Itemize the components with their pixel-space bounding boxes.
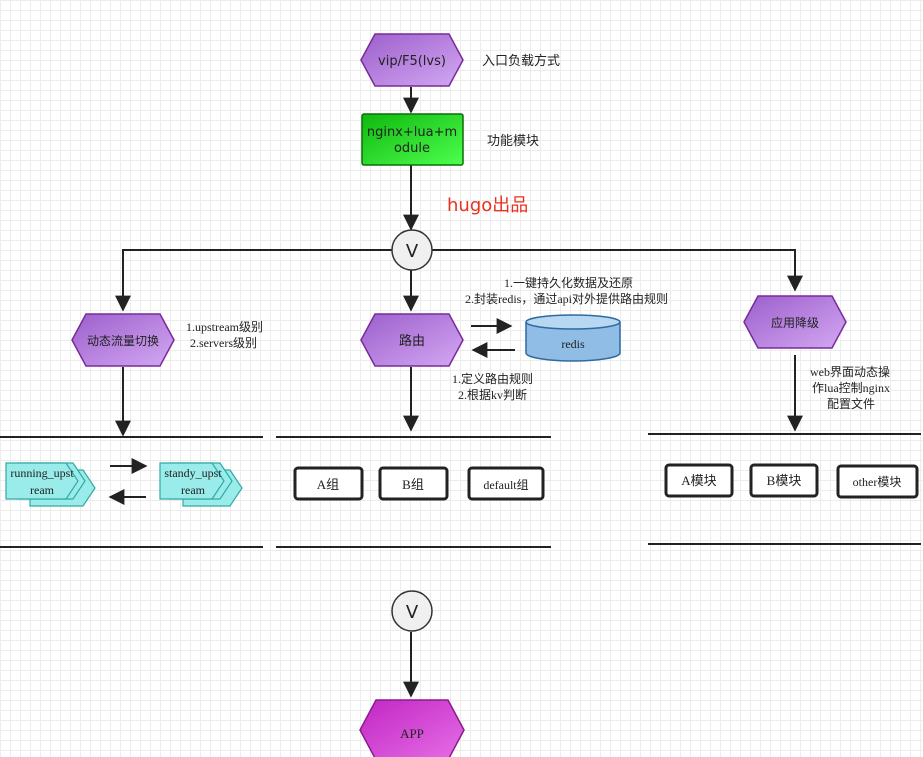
running-upstream-node: running_upst ream xyxy=(5,462,96,507)
app-label: APP xyxy=(400,726,424,741)
degrade-note-2: 作lua控制nginx xyxy=(812,381,890,395)
entry-node: vip/F5(lvs) xyxy=(360,33,464,87)
connectors xyxy=(108,87,803,698)
redis-node: redis xyxy=(525,314,621,362)
module-label-line2: odule xyxy=(394,141,430,156)
degrade-label: 应用降级 xyxy=(771,315,819,330)
degrade-node: 应用降级 xyxy=(743,295,847,349)
edge-merge-to-dyn-switch xyxy=(115,249,392,312)
group-default: default组 xyxy=(467,466,545,501)
switch-note-2: 2.servers级别 xyxy=(190,336,257,350)
module-a: A模块 xyxy=(664,463,734,498)
module-other-label: other模块 xyxy=(853,475,902,489)
standy-upstream-line1: standy_upst xyxy=(164,466,222,480)
standy-upstream-node: standy_upst ream xyxy=(159,462,243,507)
module-note: 功能模块 xyxy=(487,134,539,149)
merge-node-top: V xyxy=(391,229,433,271)
redis-label: redis xyxy=(561,337,585,351)
merge-node-bottom: V xyxy=(391,590,433,632)
author-label: hugo出品 xyxy=(447,195,528,216)
group-b-label: B组 xyxy=(402,477,424,492)
lane-separators xyxy=(0,433,921,548)
module-other: other模块 xyxy=(836,464,919,499)
edge-merge-to-degrade xyxy=(432,249,803,292)
group-a-label: A组 xyxy=(317,477,339,492)
route-node: 路由 xyxy=(360,313,464,367)
standy-upstream-line2: ream xyxy=(181,483,206,497)
group-a: A组 xyxy=(293,466,364,501)
redis-note-2: 2.封装redis，通过api对外提供路由规则 xyxy=(465,291,668,306)
degrade-note-1: web界面动态操 xyxy=(810,364,890,379)
route-note-2: 2.根据kv判断 xyxy=(458,387,527,402)
module-label-line1: nginx+lua+m xyxy=(367,125,457,140)
module-b-label: B模块 xyxy=(767,473,802,488)
entry-note: 入口负载方式 xyxy=(482,53,560,69)
module-node: nginx+lua+m odule xyxy=(361,113,464,166)
module-a-label: A模块 xyxy=(681,473,716,488)
group-b: B组 xyxy=(378,466,449,501)
redis-note-1: 1.一键持久化数据及还原 xyxy=(504,275,633,290)
module-b: B模块 xyxy=(749,463,819,498)
merge-bottom-symbol: V xyxy=(406,602,419,623)
route-label: 路由 xyxy=(399,333,425,349)
running-upstream-line2: ream xyxy=(30,483,55,497)
degrade-note-3: 配置文件 xyxy=(827,396,875,411)
app-node: APP xyxy=(359,699,465,757)
running-upstream-line1: running_upst xyxy=(10,466,74,480)
entry-label: vip/F5(lvs) xyxy=(378,54,446,69)
group-default-label: default组 xyxy=(483,478,528,492)
dyn-switch-label: 动态流量切换 xyxy=(87,334,159,348)
merge-top-symbol: V xyxy=(406,241,419,262)
dyn-switch-node: 动态流量切换 xyxy=(71,313,175,367)
switch-note-1: 1.upstream级别 xyxy=(186,320,263,334)
route-note-1: 1.定义路由规则 xyxy=(452,371,533,386)
